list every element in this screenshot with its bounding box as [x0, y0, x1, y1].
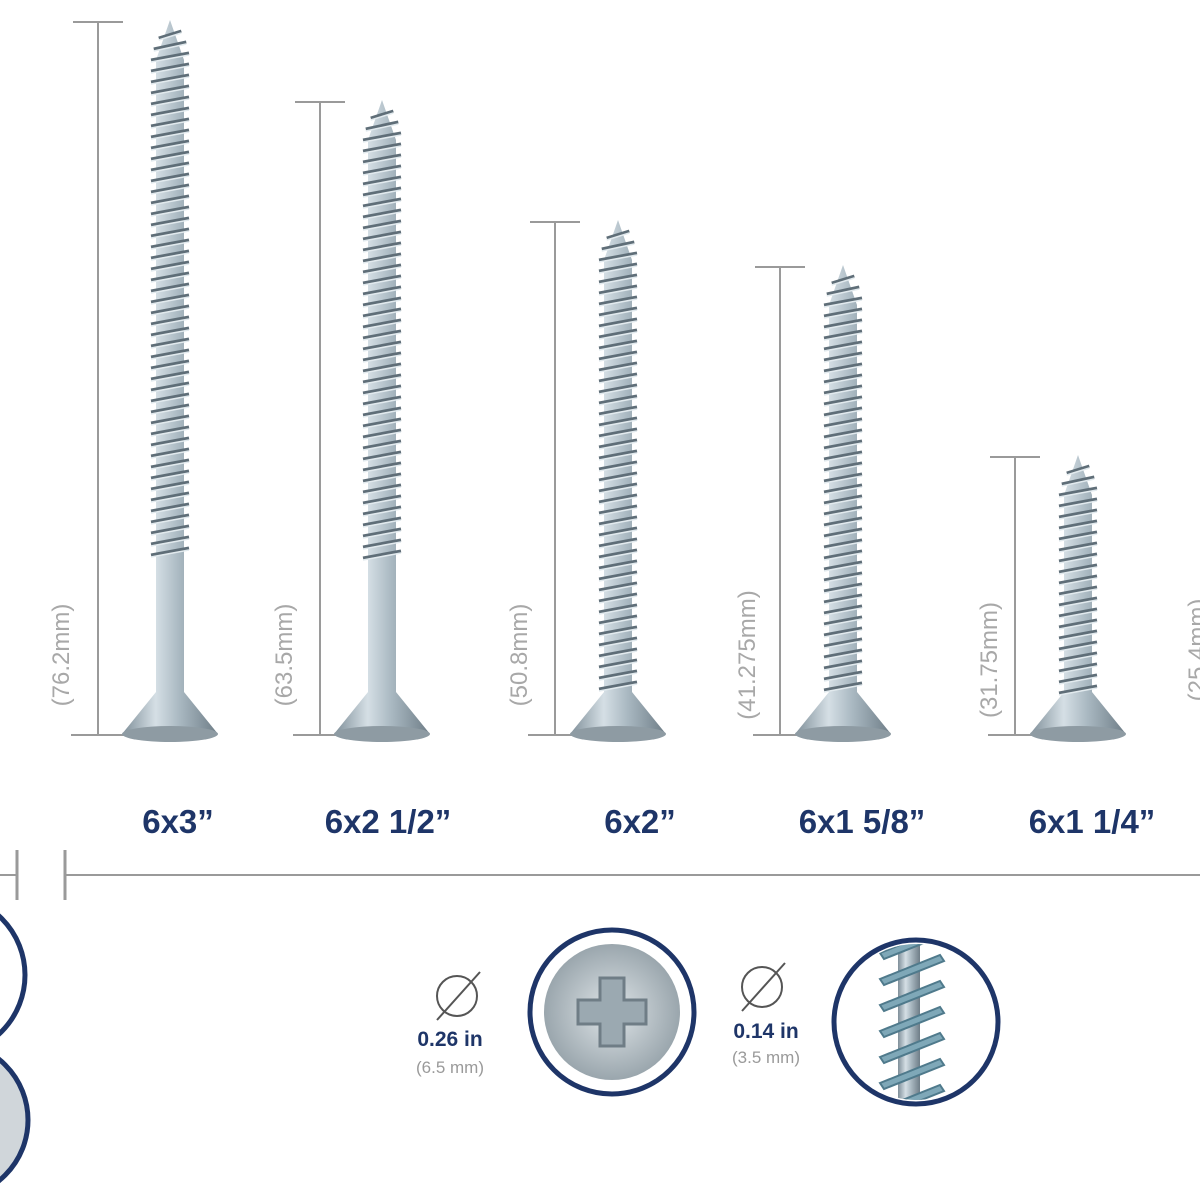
dimension-line [71, 21, 140, 736]
screw-illustration [1030, 455, 1126, 742]
screw-size-label: 6x2 1/2” [324, 803, 452, 840]
thread-detail-icon [831, 937, 1001, 1107]
screw-size-label: 6x1 5/8” [798, 803, 926, 840]
phillips-head-icon [527, 927, 697, 1097]
dimension-line [528, 221, 588, 736]
screw-size-label: 6x1 1/4” [1028, 803, 1156, 840]
thread-diameter-inches: 0.14 in [733, 1020, 799, 1043]
screw-illustration [795, 265, 891, 742]
screw-size-label: 6x3” [142, 803, 214, 840]
screw-illustration [334, 100, 430, 742]
dimension-line [753, 266, 813, 736]
diameter-icon [741, 962, 786, 1012]
length-mm-label: (31.75mm) [976, 601, 1003, 719]
length-mm-label: (63.5mm) [271, 603, 298, 707]
screw-size-label: 6x2” [604, 803, 676, 840]
thread-diameter-mm: (3.5 mm) [732, 1048, 800, 1067]
detail-circle-partial [0, 913, 28, 1037]
diameter-icon [436, 971, 481, 1021]
head-diameter-mm: (6.5 mm) [416, 1058, 484, 1077]
length-mm-label: (76.2mm) [48, 603, 75, 707]
detail-circle-partial [0, 1056, 31, 1184]
length-mm-label-partial: (25.4mm) [1184, 598, 1200, 702]
head-diameter-inches: 0.26 in [417, 1028, 483, 1051]
dimension-line [293, 101, 352, 736]
screw-illustration [122, 20, 218, 742]
length-mm-label: (50.8mm) [506, 603, 533, 707]
length-mm-label: (41.275mm) [734, 590, 761, 720]
screw-illustration [570, 220, 666, 742]
